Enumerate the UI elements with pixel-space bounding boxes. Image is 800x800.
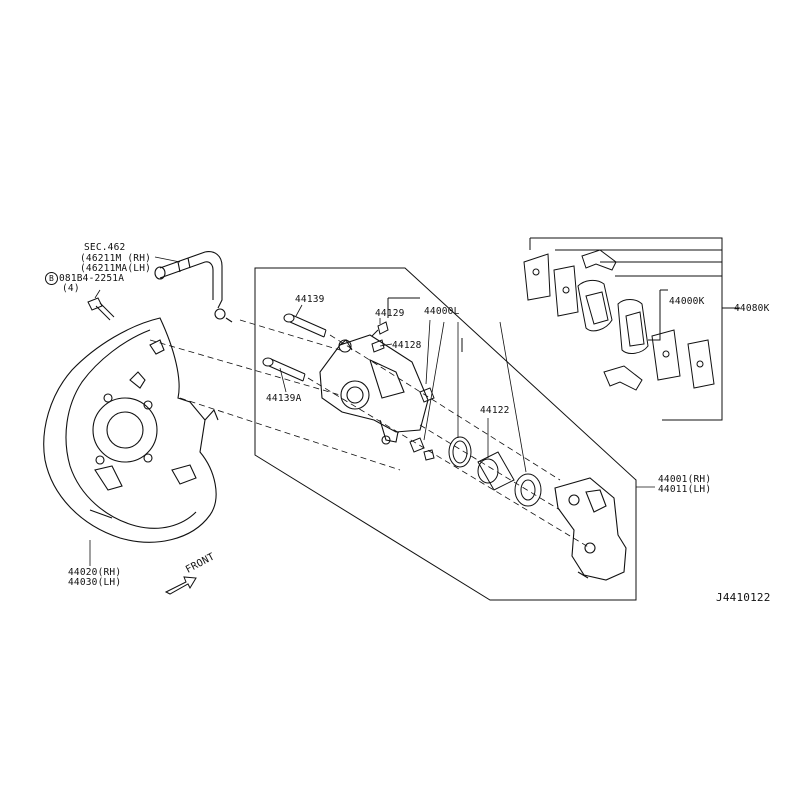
callout-44129: 44129 [375,308,405,319]
callout-44011-lh: 44011(LH) [658,484,712,495]
pad-shim-4 [687,339,715,389]
callout-44139: 44139 [295,294,325,305]
pad-clip-1 [581,249,617,271]
piston-part [477,451,515,491]
pad-bracket-44000k [648,289,668,341]
caliper-bracket-part [554,477,627,581]
drawing-id: J4410122 [716,591,771,604]
caliper-assembly-frame [254,267,637,601]
pad-clip-2 [603,365,643,391]
guide-pin-44139a [262,357,306,382]
callout-44080k: 44080K [734,303,770,314]
callout-44139a: 44139A [266,393,302,404]
callout-44001-rh: 44001(RH) [658,474,712,485]
bleeder-cap-part [371,339,385,353]
pad-shim-3 [651,329,681,381]
brake-pad-outer [577,279,613,332]
front-arrow-icon [164,576,197,595]
callout-bolt-081b4: 081B4-2251A [59,273,125,284]
pad-kit-bracket [529,237,740,421]
caliper-body-part [319,334,429,445]
pad-shim-2 [553,265,579,317]
callout-sec-462: SEC.462 [84,242,126,253]
dust-shield-part [43,317,219,543]
callout-44020-rh: 44020(RH) [68,567,122,578]
callout-44128: 44128 [392,340,422,351]
callout-46211m-rh: (46211M (RH) [80,253,152,264]
leader-lines [89,256,655,566]
assembly-centerlines [149,319,591,549]
brake-hose-part [154,251,233,323]
mounting-bolt-part [87,297,115,321]
bleeder-screw-part [371,321,389,337]
brake-pad-inner [617,299,649,354]
callout-44122: 44122 [480,405,510,416]
callout-44030-lh: 44030(LH) [68,577,122,588]
bolt-marker-icon: B [45,272,58,285]
piston-seal-part [448,436,472,468]
callout-46211ma-lh: (46211MA(LH) [80,263,152,274]
pad-shim-1 [523,253,551,301]
guide-pin-44139 [283,313,327,338]
callout-44000l: 44000L [424,306,460,317]
callout-bolt-qty: (4) [62,283,80,294]
seal-kit-bracket [387,297,463,352]
callout-44000k: 44000K [669,296,705,307]
piston-boot-part [514,473,542,507]
